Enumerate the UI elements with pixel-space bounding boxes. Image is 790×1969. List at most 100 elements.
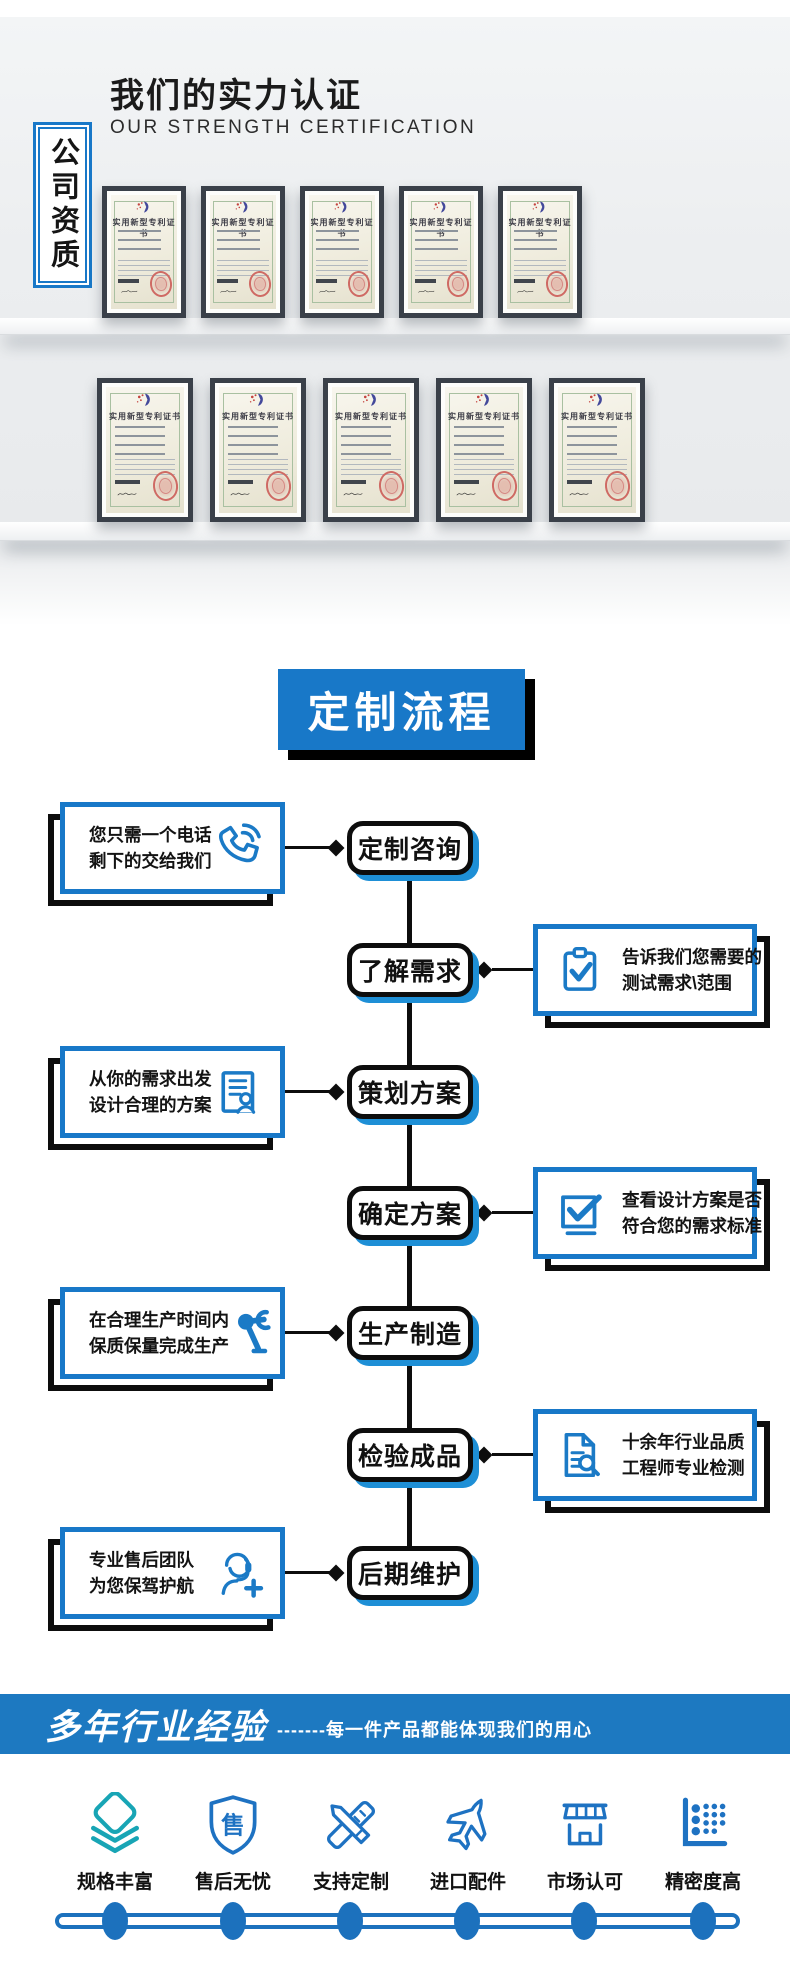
feature-item: 规格丰富 xyxy=(56,1791,174,1894)
certificate-title: 实用新型专利证书 xyxy=(109,411,181,421)
flow-node: 策划方案 xyxy=(347,1065,473,1119)
connector-line xyxy=(285,1331,330,1334)
process-title: 定制流程 xyxy=(278,669,525,750)
timeline-dot xyxy=(102,1902,128,1940)
feature-item: 进口配件 xyxy=(409,1792,527,1894)
shelf-top xyxy=(0,318,790,335)
connector-line xyxy=(492,1211,533,1214)
patent-logo-icon xyxy=(532,201,545,213)
certificate-frame: 实用新型专利证书 xyxy=(300,186,384,318)
flow-note-box: 从你的需求出发设计合理的方案 xyxy=(60,1046,285,1138)
certificate-frame: 实用新型专利证书 xyxy=(102,186,186,318)
layers-icon xyxy=(91,1791,139,1854)
certificate-frame: 实用新型专利证书 xyxy=(210,378,306,522)
tools-icon xyxy=(326,1800,376,1850)
note-line: 您只需一个电话 xyxy=(89,824,212,845)
patent-logo-icon xyxy=(136,201,149,213)
phone-icon xyxy=(219,823,261,863)
shelf-bottom xyxy=(0,522,790,541)
patent-logo-icon xyxy=(235,201,248,213)
flow-node-label: 策划方案 xyxy=(357,1080,462,1108)
certificate-frame: 实用新型专利证书 xyxy=(201,186,285,318)
flow-node-label: 检验成品 xyxy=(357,1443,462,1471)
feature-label: 售后无忧 xyxy=(194,1872,271,1893)
note-line: 工程师专业检测 xyxy=(622,1458,745,1478)
connector-diamond xyxy=(475,961,493,979)
note-line: 从你的需求出发 xyxy=(89,1068,212,1089)
robot-arm-icon xyxy=(238,1309,271,1354)
flow-note-box: 在合理生产时间内保质保量完成生产 xyxy=(60,1287,285,1379)
side-banner: 公司资质 xyxy=(33,122,92,288)
signature xyxy=(230,492,250,496)
feature-label: 精密度高 xyxy=(664,1872,741,1893)
patent-logo-icon xyxy=(249,393,263,406)
plane-icon xyxy=(446,1798,487,1851)
flow-note-box: 您只需一个电话剩下的交给我们 xyxy=(60,802,285,894)
timeline-dot xyxy=(454,1902,480,1940)
timeline-dot xyxy=(220,1902,246,1940)
timeline-track xyxy=(55,1913,740,1929)
connector-line xyxy=(492,1453,533,1456)
flow-node-label: 确定方案 xyxy=(357,1201,462,1229)
note-line: 查看设计方案是否 xyxy=(622,1189,762,1210)
side-banner-label: 公司资质 xyxy=(46,137,79,273)
flow-node: 了解需求 xyxy=(347,943,473,997)
note-line: 十余年行业品质 xyxy=(622,1431,745,1452)
signature xyxy=(120,290,137,293)
support-agent-icon xyxy=(221,1552,264,1598)
certificate-title: 实用新型专利证书 xyxy=(335,411,407,421)
flow-node: 后期维护 xyxy=(347,1546,473,1600)
store-icon xyxy=(562,1803,608,1846)
certificate-title: 实用新型专利证书 xyxy=(561,411,633,421)
signature xyxy=(117,492,137,496)
connector-line xyxy=(285,1571,330,1574)
certificate-frame: 实用新型专利证书 xyxy=(399,186,483,318)
precision-icon xyxy=(682,1797,728,1847)
flow-note-box: 查看设计方案是否符合您的需求标准 xyxy=(533,1167,762,1259)
signature xyxy=(219,290,236,293)
patent-logo-icon xyxy=(362,393,376,406)
flow-note-box: 专业售后团队为您保驾护航 xyxy=(60,1527,285,1619)
feature-label: 进口配件 xyxy=(429,1872,506,1893)
note-line: 在合理生产时间内 xyxy=(89,1309,229,1330)
timeline-dot xyxy=(337,1902,363,1940)
signature xyxy=(343,492,363,496)
experience-banner: 多年行业经验 -------每一件产品都能体现我们的用心 xyxy=(0,1694,790,1754)
note-line: 设计合理的方案 xyxy=(89,1095,212,1115)
note-line: 符合您的需求标准 xyxy=(622,1216,762,1236)
flow-node: 定制咨询 xyxy=(347,821,473,875)
shield-icon: 售 xyxy=(209,1795,257,1855)
connector-line xyxy=(492,968,533,971)
timeline-dot xyxy=(690,1902,716,1940)
connector-diamond xyxy=(327,1324,345,1342)
patent-logo-icon xyxy=(136,393,150,406)
flow-node-label: 定制咨询 xyxy=(357,836,462,864)
connector-line xyxy=(285,846,330,849)
section-title: 我们的实力认证 xyxy=(110,77,362,115)
timeline-dot xyxy=(571,1902,597,1940)
certificate-title: 实用新型专利证书 xyxy=(222,411,294,421)
certificate-frame: 实用新型专利证书 xyxy=(549,378,645,522)
patent-logo-icon xyxy=(475,393,489,406)
document-search-icon xyxy=(564,1432,600,1478)
connector-diamond xyxy=(327,1564,345,1582)
wall-fade xyxy=(0,540,790,635)
patent-logo-icon xyxy=(433,201,446,213)
feature-label: 规格丰富 xyxy=(76,1872,153,1893)
certificate-title: 实用新型专利证书 xyxy=(448,411,520,421)
flow-note-box: 十余年行业品质工程师专业检测 xyxy=(533,1409,757,1501)
note-line: 测试需求\范围 xyxy=(622,973,732,993)
section-subtitle: OUR STRENGTH CERTIFICATION xyxy=(110,117,477,138)
flow-node: 生产制造 xyxy=(347,1306,473,1360)
feature-item: 售 售后无忧 xyxy=(174,1792,292,1894)
feature-label: 支持定制 xyxy=(312,1872,389,1893)
note-line: 专业售后团队 xyxy=(89,1549,194,1570)
connector-diamond xyxy=(327,839,345,857)
certificate-frame: 实用新型专利证书 xyxy=(97,378,193,522)
flow-node-label: 后期维护 xyxy=(357,1561,462,1589)
flow-node: 检验成品 xyxy=(347,1428,473,1482)
patent-logo-icon xyxy=(334,201,347,213)
note-line: 为您保驾护航 xyxy=(89,1576,194,1596)
certificate-frame: 实用新型专利证书 xyxy=(323,378,419,522)
checkbox-icon xyxy=(561,1194,602,1236)
